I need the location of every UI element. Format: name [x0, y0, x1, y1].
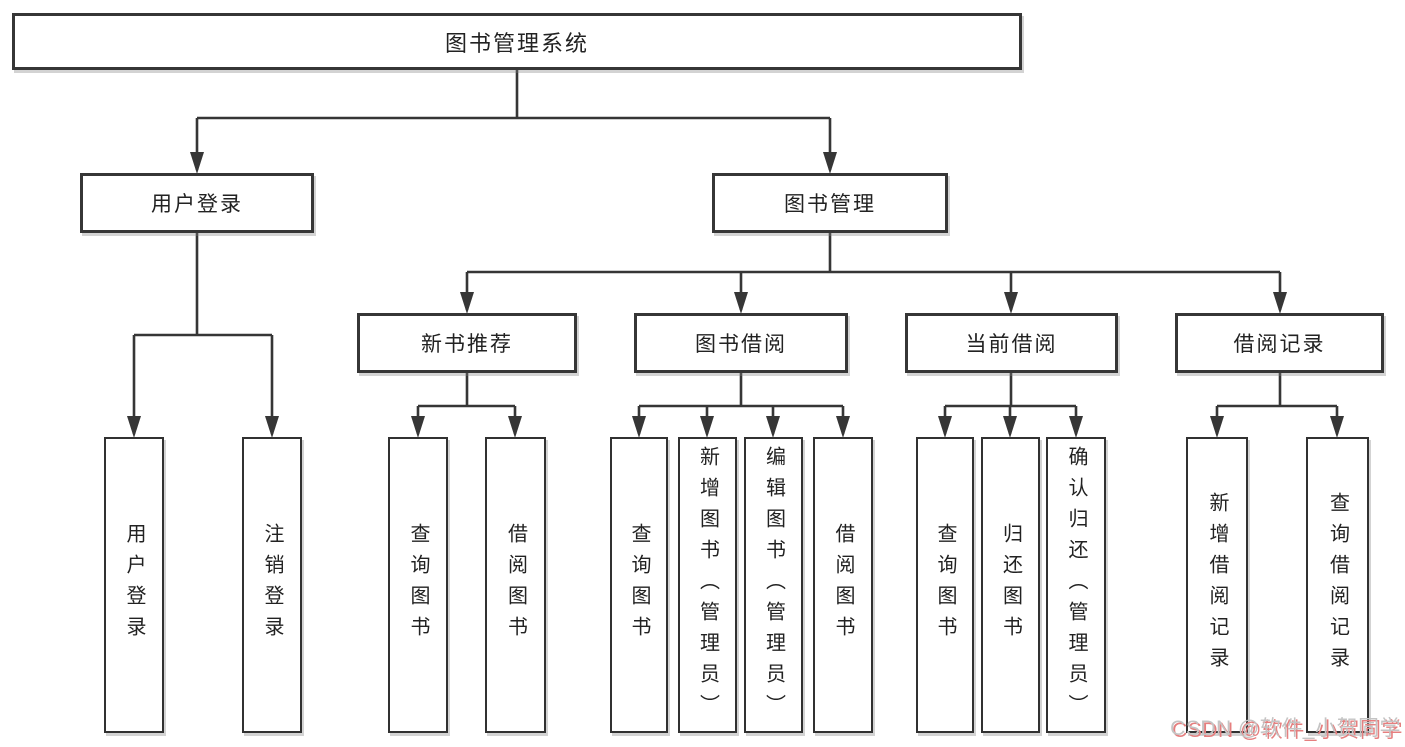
leaf-label: 查询图书: [628, 523, 650, 647]
leaf-label: 查询借阅记录: [1326, 492, 1349, 678]
arrow-down-icon: [700, 416, 714, 438]
leaf-return-book: 归还图书: [981, 437, 1040, 733]
node-new-book-recommend: 新书推荐: [357, 313, 577, 373]
arrow-down-icon: [734, 292, 748, 314]
arrow-down-icon: [1273, 292, 1287, 314]
connector-root-to-level2: [195, 70, 832, 170]
node-borrow-records: 借阅记录: [1175, 313, 1384, 373]
leaf-label: 注销登录: [261, 523, 283, 647]
leaf-confirm-return-admin: 确认归还（管理员）: [1046, 437, 1106, 733]
leaf-label: 借阅图书: [504, 523, 527, 647]
leaf-label: 查询图书: [407, 523, 429, 647]
arrow-down-icon: [1004, 292, 1018, 314]
arrow-down-icon: [411, 416, 425, 438]
arrow-down-icon: [190, 152, 204, 174]
leaf-label: 用户登录: [123, 523, 145, 647]
csdn-watermark: CSDN @软件_小贺同学: [1170, 717, 1401, 740]
node-user-login: 用户登录: [80, 173, 314, 233]
connector-bookborrow-to-leaves: [637, 373, 845, 434]
arrow-down-icon: [938, 416, 952, 438]
arrow-down-icon: [1069, 416, 1083, 438]
leaf-label: 新增图书（管理员）: [696, 445, 719, 725]
node-root-system: 图书管理系统: [12, 13, 1022, 70]
connector-newbook-to-leaves: [416, 373, 517, 434]
leaf-query-books-recommend: 查询图书: [388, 437, 448, 733]
arrow-down-icon: [632, 416, 646, 438]
leaf-query-books-borrow: 查询图书: [610, 437, 668, 733]
leaf-logout: 注销登录: [242, 437, 302, 733]
leaf-edit-book-admin: 编辑图书（管理员）: [744, 437, 803, 733]
arrow-down-icon: [127, 416, 141, 438]
leaf-borrow-books: 借阅图书: [813, 437, 873, 733]
leaf-add-borrow-record: 新增借阅记录: [1186, 437, 1248, 733]
arrow-down-icon: [1330, 416, 1344, 438]
arrow-down-icon: [823, 152, 837, 174]
arrow-down-icon: [1003, 416, 1017, 438]
connector-records-to-leaves: [1215, 373, 1339, 434]
arrow-down-icon: [766, 416, 780, 438]
connector-userlogin-to-leaves: [132, 233, 274, 434]
leaf-query-books-current: 查询图书: [916, 437, 974, 733]
leaf-borrow-books-recommend: 借阅图书: [485, 437, 546, 733]
arrow-down-icon: [508, 416, 522, 438]
arrow-down-icon: [265, 416, 279, 438]
arrowheads: [127, 152, 1344, 438]
connector-bookmgmt-to-level3: [465, 233, 1282, 310]
leaf-label: 编辑图书（管理员）: [762, 445, 785, 725]
leaf-user-login: 用户登录: [104, 437, 164, 733]
arrow-down-icon: [460, 292, 474, 314]
leaf-label: 确认归还（管理员）: [1065, 445, 1087, 725]
node-book-borrow: 图书借阅: [634, 313, 848, 373]
leaf-label: 查询图书: [934, 523, 956, 647]
leaf-label: 新增借阅记录: [1206, 492, 1228, 678]
leaf-add-book-admin: 新增图书（管理员）: [678, 437, 737, 733]
leaf-label: 借阅图书: [832, 523, 854, 647]
arrow-down-icon: [836, 416, 850, 438]
node-book-management: 图书管理: [712, 173, 948, 233]
arrow-down-icon: [1210, 416, 1224, 438]
leaf-query-borrow-record: 查询借阅记录: [1306, 437, 1369, 733]
leaf-label: 归还图书: [999, 523, 1022, 647]
node-current-borrow: 当前借阅: [905, 313, 1118, 373]
